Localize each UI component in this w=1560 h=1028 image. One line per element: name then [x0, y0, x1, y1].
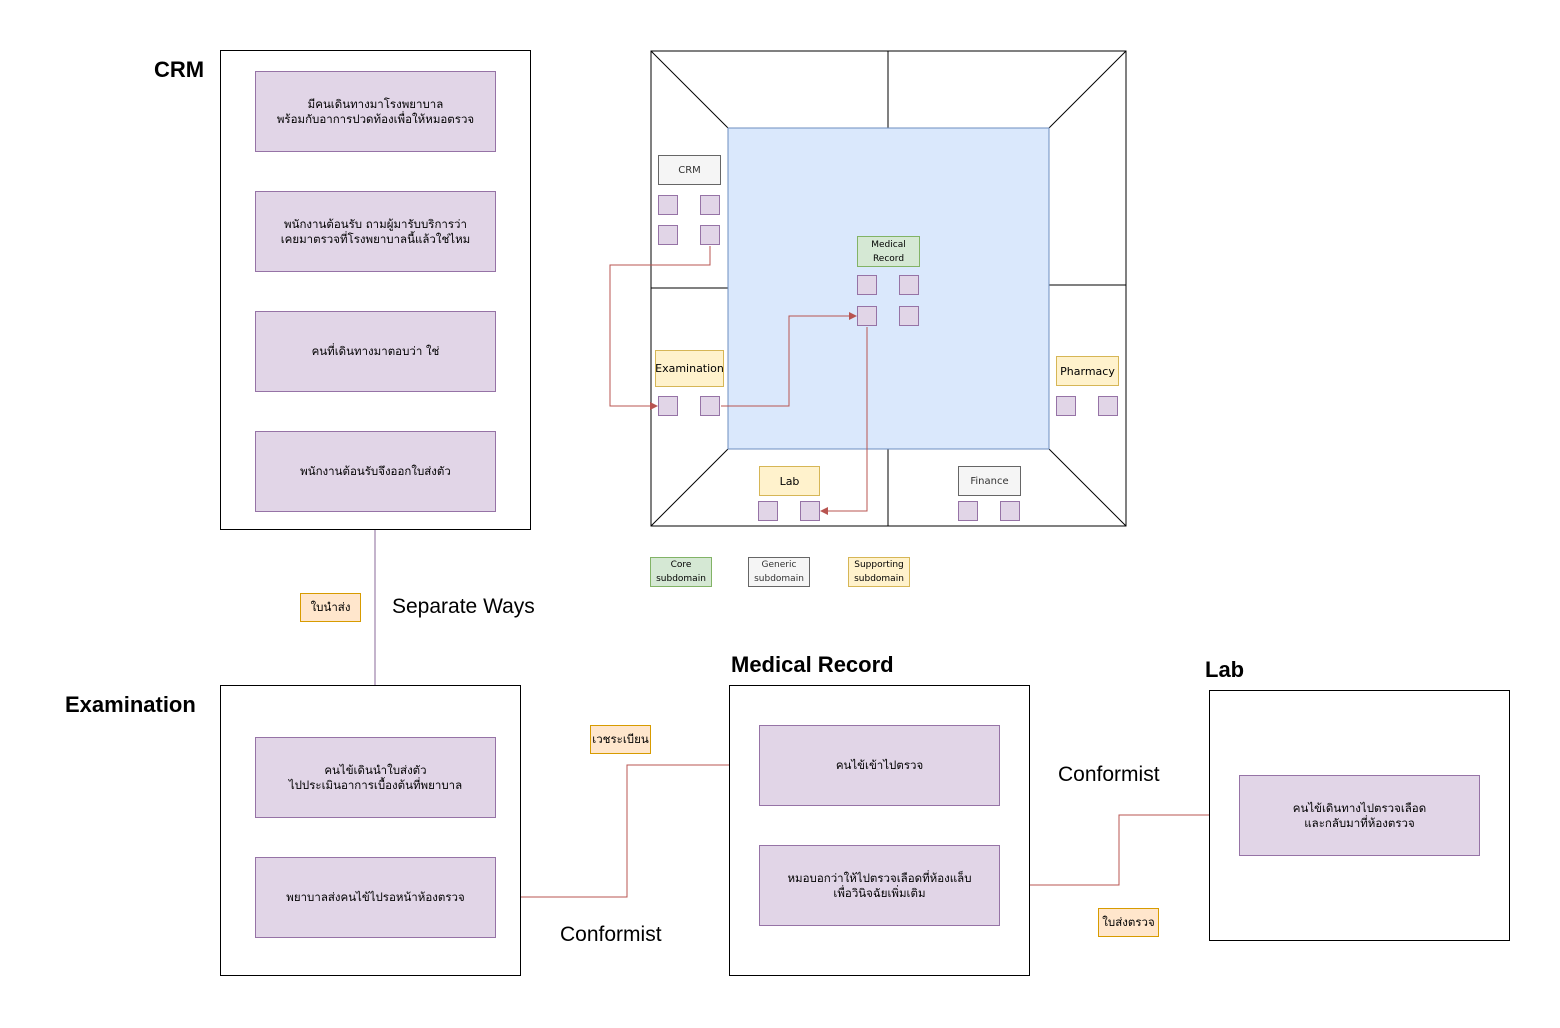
examination-step-2[interactable]: พยาบาลส่งคนไข้ไปรอหน้าห้องตรวจ — [255, 857, 496, 938]
map-finance-square[interactable] — [1000, 501, 1020, 521]
map-pharmacy-square[interactable] — [1098, 396, 1118, 416]
map-crm-square[interactable] — [700, 195, 720, 215]
map-lab-square[interactable] — [758, 501, 778, 521]
lab-title: Lab — [1205, 657, 1245, 682]
examination-title: Examination — [65, 692, 196, 717]
map-crm-square[interactable] — [700, 225, 720, 245]
separate-ways-label: Separate Ways — [392, 595, 535, 618]
map-examination-square[interactable] — [700, 396, 720, 416]
map-medical-record-square[interactable] — [857, 275, 877, 295]
map-examination-label[interactable]: Examination — [655, 350, 724, 387]
legend-supporting-subdomain: Supporting subdomain — [848, 557, 910, 587]
crm-step-2[interactable]: พนักงานต้อนรับ ถามผู้มารับบริการว่า เคยม… — [255, 191, 496, 272]
registration-note: เวชระเบียน — [590, 725, 651, 754]
arrow-record-to-lab — [1000, 811, 1239, 886]
crm-step-3[interactable]: คนที่เดินทางมาตอบว่า ใช่ — [255, 311, 496, 392]
map-medical-record-square[interactable] — [899, 306, 919, 326]
map-finance-square[interactable] — [958, 501, 978, 521]
medical-record-title: Medical Record — [731, 652, 894, 677]
map-medical-record-square[interactable] — [899, 275, 919, 295]
core-domain-area — [727, 127, 1050, 450]
map-medical-record-label[interactable]: Medical Record — [857, 236, 920, 267]
examination-step-1[interactable]: คนไข้เดินนำใบส่งตัว ไปประเมินอาการเบื้อง… — [255, 737, 496, 818]
map-medical-record-square[interactable] — [857, 306, 877, 326]
legend-core-subdomain: Core subdomain — [650, 557, 712, 587]
map-arrow-record-to-lab — [820, 327, 868, 515]
conformist-label-record-lab: Conformist — [1058, 763, 1160, 786]
arrow-exam-to-record — [496, 761, 759, 898]
map-pharmacy-label[interactable]: Pharmacy — [1056, 356, 1119, 386]
crm-step-4[interactable]: พนักงานต้อนรับจึงออกใบส่งตัว — [255, 431, 496, 512]
referral-note: ใบนำส่ง — [300, 593, 361, 622]
map-examination-square[interactable] — [658, 396, 678, 416]
crm-title: CRM — [154, 57, 205, 82]
conformist-label-exam-record: Conformist — [560, 923, 662, 946]
medical-record-step-1[interactable]: คนไข้เข้าไปตรวจ — [759, 725, 1000, 806]
medical-record-step-2[interactable]: หมอบอกว่าให้ไปตรวจเลือดที่ห้องแล็บ เพื่อ… — [759, 845, 1000, 926]
crm-step-1[interactable]: มีคนเดินทางมาโรงพยาบาล พร้อมกับอาการปวดท… — [255, 71, 496, 152]
map-crm-label[interactable]: CRM — [658, 155, 721, 185]
context-map-frame — [650, 50, 1127, 527]
map-lab-square[interactable] — [800, 501, 820, 521]
legend-generic-subdomain: Generic subdomain — [748, 557, 810, 587]
lab-step-1[interactable]: คนไข้เดินทางไปตรวจเลือด และกลับมาที่ห้อง… — [1239, 775, 1480, 856]
lab-request-note: ใบส่งตรวจ — [1098, 908, 1159, 937]
map-arrow-crm-to-examination — [609, 246, 711, 410]
map-finance-label[interactable]: Finance — [958, 466, 1021, 496]
map-lab-label[interactable]: Lab — [759, 466, 820, 496]
map-arrow-examination-to-record — [721, 312, 857, 407]
map-pharmacy-square[interactable] — [1056, 396, 1076, 416]
map-crm-square[interactable] — [658, 195, 678, 215]
map-crm-square[interactable] — [658, 225, 678, 245]
